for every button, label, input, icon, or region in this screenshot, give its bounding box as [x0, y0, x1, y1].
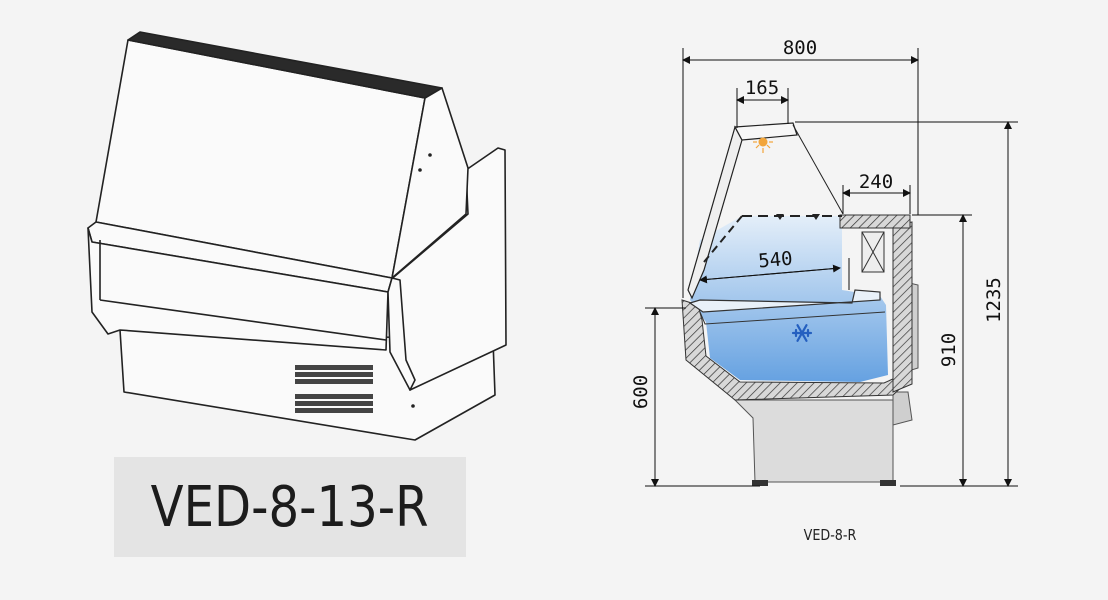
corner-post — [387, 277, 416, 391]
dim-counter-height: 600 — [630, 375, 652, 409]
front-panel — [87, 227, 389, 351]
front-glass-section — [687, 125, 743, 300]
snowflake-icon — [791, 324, 813, 342]
section-caption: VED-8-R — [803, 526, 857, 544]
dim-body-height: 910 — [938, 333, 960, 367]
canopy — [734, 122, 798, 141]
model-label-box: VED-8-13-R — [114, 457, 466, 557]
rear-shelf — [839, 214, 911, 229]
refrigerated-zone — [690, 216, 888, 382]
side-panel — [387, 147, 507, 391]
pedestal — [733, 399, 894, 483]
dim-tray-depth: 540 — [757, 248, 793, 273]
upper-side — [391, 87, 469, 279]
dim-overall-height: 1235 — [983, 277, 1005, 323]
lamp-icon — [753, 137, 773, 153]
model-label: VED-8-13-R — [151, 474, 429, 540]
dim-rear-shelf: 240 — [859, 171, 893, 193]
isometric-view — [87, 31, 507, 441]
dim-overall-depth: 800 — [783, 37, 817, 59]
display-tray — [688, 289, 881, 313]
dim-canopy-depth: 165 — [745, 77, 779, 99]
ventilation-grille — [295, 365, 373, 413]
